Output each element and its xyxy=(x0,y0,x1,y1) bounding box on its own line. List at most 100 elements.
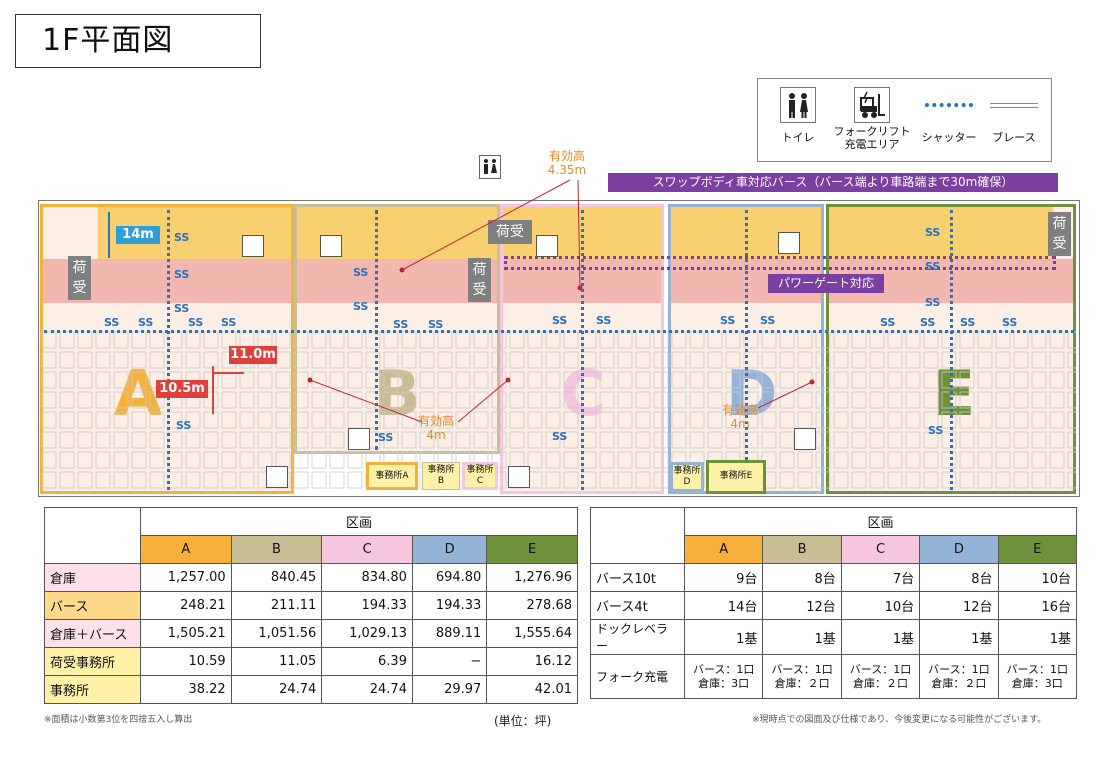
ss-label: SS xyxy=(174,231,190,244)
table-cell: 889.11 xyxy=(411,619,488,648)
table-cell: 194.33 xyxy=(321,591,413,620)
ss-label: SS xyxy=(393,318,409,331)
table-cell: 42.01 xyxy=(486,675,578,704)
table-cell: 194.33 xyxy=(411,591,488,620)
legend-item-shutter: シャッター xyxy=(921,87,977,144)
legend-label: トイレ xyxy=(781,131,815,144)
height-label-4m-b-line2: 4m xyxy=(426,428,446,442)
table-cell: 16.12 xyxy=(486,647,578,676)
table-row: フォーク充電 バース：1口倉庫：3口 バース：1口倉庫：２口 バース：1口倉庫：… xyxy=(590,654,1078,699)
shutter-line xyxy=(950,210,953,490)
ss-label: SS xyxy=(720,314,736,327)
area-col-e: E xyxy=(486,535,578,564)
table-cell: 1,257.00 xyxy=(140,563,232,592)
forklift-icon xyxy=(266,466,288,488)
ss-label: SS xyxy=(925,260,941,273)
table-cell: 12台 xyxy=(919,591,999,620)
ss-label: SS xyxy=(596,314,612,327)
row-label: バース xyxy=(44,591,141,620)
forklift-icon xyxy=(320,235,342,257)
table-cell: 7台 xyxy=(840,563,921,592)
table-cell: 10台 xyxy=(997,563,1078,592)
berth-col-b: B xyxy=(762,535,842,564)
table-row: 事務所 38.22 24.74 24.74 29.97 42.01 xyxy=(44,675,578,704)
table-cell: 14台 xyxy=(683,591,764,620)
table-cell: 29.97 xyxy=(411,675,488,704)
table-cell: 9台 xyxy=(683,563,764,592)
berth-footnote: ※現時点での図面及び仕様であり、今後変更になる可能性がございます。 xyxy=(752,715,1047,725)
row-label: 事務所 xyxy=(44,675,141,704)
ss-label: SS xyxy=(1002,316,1018,329)
table-row: バース 248.21 211.11 194.33 194.33 278.68 xyxy=(44,591,578,620)
legend-label: シャッター xyxy=(921,131,977,144)
legend-item-forklift: フォークリフト 充電エリア xyxy=(832,87,912,151)
ss-label: SS xyxy=(188,316,204,329)
table-cell: 1基 xyxy=(997,619,1078,655)
ss-label: SS xyxy=(960,316,976,329)
table-cell: バース：1口倉庫：２口 xyxy=(919,654,999,699)
swap-body-banner: スワップボディ車対応バース（バース端より車路端まで30m確保） xyxy=(608,173,1058,192)
berth-table-header-row: A B C D E xyxy=(591,535,1078,564)
height-label-435-line1: 有効高 xyxy=(548,149,585,163)
fork-berth-value: バース：1口 xyxy=(849,662,912,676)
toilet-icon xyxy=(780,87,816,123)
area-col-a: A xyxy=(140,535,232,564)
ss-label: SS xyxy=(928,424,944,437)
floor-map: スワップボディ車対応バース（バース端より車路端まで30m確保） A B C D … xyxy=(30,140,1090,500)
table-cell: 8台 xyxy=(762,563,842,592)
ss-label: SS xyxy=(925,226,941,239)
shutter-line xyxy=(581,210,584,490)
table-cell: 1,505.21 xyxy=(140,619,232,648)
office-d: 事務所 D xyxy=(670,462,704,492)
row-label: バース4t xyxy=(590,591,685,620)
table-cell: 8台 xyxy=(919,563,999,592)
ss-label: SS xyxy=(552,314,568,327)
ss-label: SS xyxy=(174,302,190,315)
dimension-arrow xyxy=(108,212,110,258)
row-label: 荷受事務所 xyxy=(44,647,141,676)
forklift-icon xyxy=(242,235,264,257)
berth-col-a: A xyxy=(683,535,764,564)
table-cell: 10.59 xyxy=(140,647,232,676)
ss-label: SS xyxy=(138,316,154,329)
table-cell: 278.68 xyxy=(486,591,578,620)
dimension-arrow xyxy=(212,366,214,414)
height-label-4m-b-line1: 有効高 xyxy=(417,414,454,428)
berth-col-d: D xyxy=(919,535,999,564)
legend-label: フォークリフト 充電エリア xyxy=(833,125,911,151)
fork-berth-value: バース：1口 xyxy=(928,662,990,676)
table-cell: 38.22 xyxy=(140,675,232,704)
toilet-icon xyxy=(479,155,501,179)
office-b: 事務所 B xyxy=(422,462,460,490)
table-cell: 840.45 xyxy=(230,563,323,592)
table-row: ドックレベラー 1基 1基 1基 1基 1基 xyxy=(590,619,1078,655)
table-row: 荷受事務所 10.59 11.05 6.39 − 16.12 xyxy=(44,647,578,676)
table-cell: − xyxy=(411,647,488,676)
ss-label: SS xyxy=(880,316,896,329)
shutter-line xyxy=(44,330,1074,333)
row-label: 倉庫＋バース xyxy=(44,619,141,648)
loading-label-b: 荷受 xyxy=(468,258,491,302)
ss-label: SS xyxy=(552,430,568,443)
table-cell: 24.74 xyxy=(230,675,323,704)
height-label-4m-d-line2: 4m xyxy=(730,417,750,431)
berth-col-c: C xyxy=(840,535,921,564)
table-cell: バース：1口倉庫：3口 xyxy=(683,654,764,699)
legend-item-toilet: トイレ xyxy=(776,87,820,144)
berth-table: 区画 A B C D E バース10t 9台 8台 7台 8台 10台 バース4… xyxy=(590,507,1078,699)
area-col-d: D xyxy=(411,535,488,564)
table-cell: 1基 xyxy=(919,619,999,655)
legend: トイレ フォークリフト 充電エリア シャッター ブレース xyxy=(757,78,1052,162)
table-cell: バース：1口倉庫：２口 xyxy=(762,654,842,699)
height-label-4m-d-line1: 有効高 xyxy=(721,403,758,417)
berth-area-e xyxy=(829,207,1053,259)
area-table: 区画 A B C D E 倉庫 1,257.00 840.45 834.80 6… xyxy=(44,507,578,704)
table-cell: 1,276.96 xyxy=(486,563,578,592)
ss-label: SS xyxy=(176,419,192,432)
ss-label: SS xyxy=(174,268,190,281)
table-cell: バース：1口倉庫：２口 xyxy=(840,654,921,699)
table-cell: 1,029.13 xyxy=(321,619,413,648)
legend-label: ブレース xyxy=(992,131,1036,144)
shutter-line xyxy=(375,210,378,450)
fork-berth-value: バース：1口 xyxy=(1006,662,1068,676)
